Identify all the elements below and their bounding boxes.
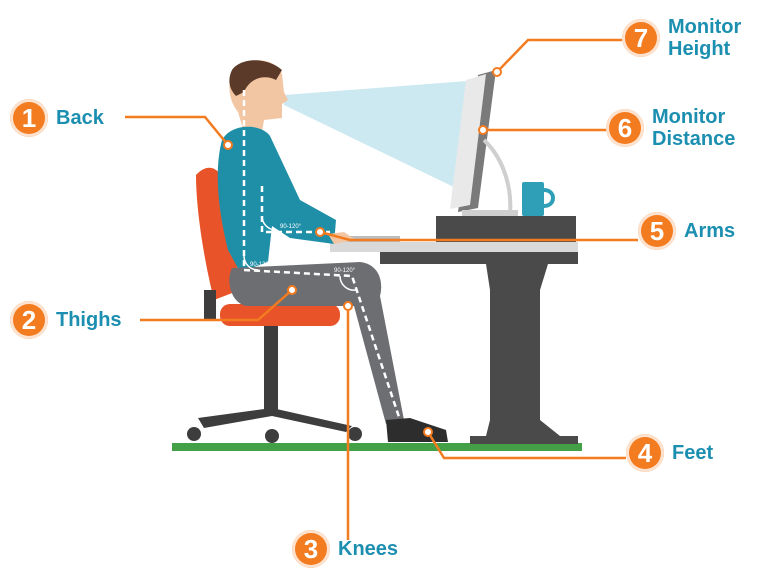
- label-monitor-height-line1: Monitor: [668, 16, 741, 38]
- label-knees: Knees: [338, 538, 398, 560]
- badge-7: 7: [622, 19, 660, 57]
- label-monitor-height: Monitor Height: [668, 16, 741, 60]
- label-feet: Feet: [672, 442, 713, 464]
- callout-monitor-distance: 6 Monitor Distance: [606, 106, 735, 150]
- badge-3: 3: [292, 530, 330, 568]
- elbow-angle-label: 90-120°: [280, 224, 302, 230]
- label-monitor-distance-line1: Monitor: [652, 106, 735, 128]
- callout-knees: 3 Knees: [292, 530, 398, 568]
- label-thighs: Thighs: [56, 309, 122, 331]
- callout-monitor-height: 7 Monitor Height: [622, 16, 741, 60]
- badge-6: 6: [606, 109, 644, 147]
- knee-angle-label: 90-120°: [334, 268, 356, 274]
- badge-1: 1: [10, 99, 48, 137]
- label-arms: Arms: [684, 220, 735, 242]
- callout-back: 1 Back: [10, 99, 104, 137]
- connector-back: [125, 117, 228, 145]
- sightline-cone: [284, 80, 480, 190]
- mug-icon: [522, 182, 553, 216]
- label-monitor-distance-line2: Distance: [652, 128, 735, 150]
- label-monitor-height-line2: Height: [668, 38, 741, 60]
- floor-line: [172, 443, 582, 451]
- badge-2: 2: [10, 301, 48, 339]
- hip-angle-label: 90-120°: [250, 262, 272, 268]
- badge-5: 5: [638, 212, 676, 250]
- callout-thighs: 2 Thighs: [10, 301, 122, 339]
- label-back: Back: [56, 107, 104, 129]
- badge-4: 4: [626, 434, 664, 472]
- label-monitor-distance: Monitor Distance: [652, 106, 735, 150]
- callout-feet: 4 Feet: [626, 434, 713, 472]
- connector-monitor-height: [497, 40, 622, 72]
- callout-arms: 5 Arms: [638, 212, 735, 250]
